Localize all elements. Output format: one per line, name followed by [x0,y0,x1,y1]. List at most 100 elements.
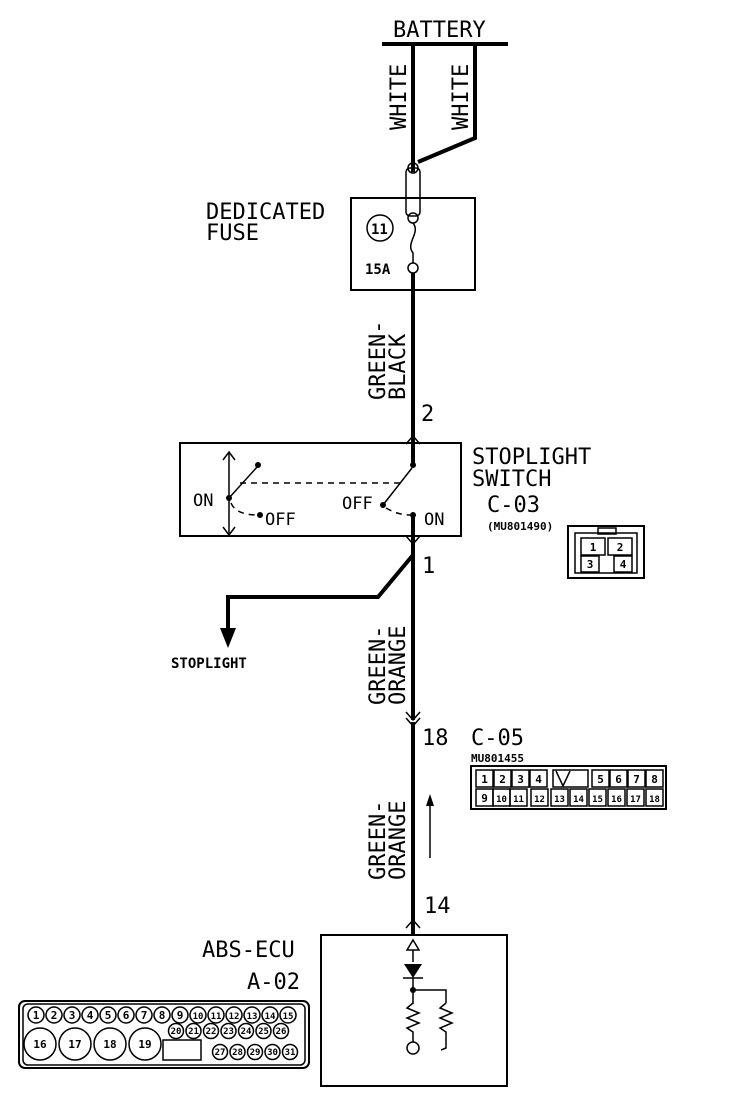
stoplight-arrow [220,628,236,648]
wire-color-green-orange-2a: GREEN- [366,801,391,880]
ecu-diode [404,964,422,978]
connector-c03-key [597,527,617,535]
a02-pin-circle [63,1006,81,1024]
a02-pin-circle-small [272,1022,290,1040]
fuse-label-line1: DEDICATED [206,200,325,225]
a02-pin-label: 7 [141,1009,148,1022]
switch-right-off-label: OFF [342,494,373,514]
switch-right-blade [382,467,413,506]
a02-pin-circle [135,1006,153,1024]
connector-c03-label: C-03 [487,493,540,518]
ecu-connector-mark [405,918,421,929]
c05-pin-cell [509,788,528,807]
c05-pin-label: 2 [499,773,506,786]
a02-pin-circle [99,1006,117,1024]
pin-1-label: 1 [422,554,435,579]
a02-pin-label: 25 [258,1027,269,1037]
fuse-connector [405,167,421,217]
c05-pin-cell [626,788,645,807]
stoplight-switch-box [179,442,462,537]
a02-pin-circle [279,1006,297,1024]
a02-pin-circle [153,1006,171,1024]
fuse-number: 11 [371,222,388,238]
a02-pin-label: 14 [265,1012,276,1022]
switch-left-on-label: ON [193,491,213,511]
c05-pin-cell [627,769,646,788]
c05-pin-label: 12 [534,795,545,805]
pin-18-label: 18 [422,726,449,751]
ecu-label-line1: ABS-ECU [202,938,295,963]
a02-pin-label: 20 [171,1027,182,1037]
a02-pin-label: 11 [211,1012,222,1022]
c05-pin-cell [588,788,607,807]
wire-color-white-right: WHITE [449,64,474,130]
a02-pin-circle-small [185,1022,202,1040]
a02-pin-circle-small [255,1022,272,1040]
c05-pin-label: 4 [535,773,542,786]
a02-pin-label: 31 [285,1048,296,1058]
connector-c03-cell-1 [580,537,606,556]
a02-pin-label: 8 [159,1009,166,1022]
a02-pin-label: 9 [177,1009,184,1022]
ecu-branch-lead [413,989,447,1003]
c05-pin-cell [607,788,626,807]
switch-label-line2: SWITCH [472,467,551,492]
switch-left-blade [228,465,259,499]
a02-pin-label: 1 [33,1009,40,1022]
a02-pin-circle-large [58,1027,92,1061]
c05-pin-label: 1 [481,773,488,786]
pin-2-label: 2 [421,402,434,427]
a02-pin-circle [117,1006,135,1024]
wire-color-green-black-2: BLACK [386,333,411,400]
a02-pin-circle-small [202,1022,220,1040]
a02-pin-label: 10 [193,1012,204,1022]
c05-pin-cell [475,769,494,788]
switch-left-contact-top [255,462,261,468]
signal-direction-arrowhead [426,794,434,806]
a02-pin-circle-small [220,1022,237,1040]
c05-pin-label: 16 [611,795,622,805]
c05-pin-cell [493,769,512,788]
a02-pin-circle-small [211,1043,229,1061]
connector-c03-pin: 1 [590,541,597,554]
c05-pin-cell [530,788,549,807]
a02-pin-circle-small [237,1022,255,1040]
a02-pin-circle [45,1006,63,1024]
wire-color-white-left: WHITE [387,64,412,130]
c05-pin-cell [609,769,628,788]
a02-pin-circle-small [281,1043,299,1061]
connector-c03-pin: 3 [587,558,594,571]
switch-label-line1: STOPLIGHT [472,445,591,470]
a02-pin-label: 17 [68,1038,81,1051]
c05-pin-cell [569,788,588,807]
a02-pin-label: 2 [51,1009,58,1022]
wire-color-green-orange-1b: ORANGE [386,626,411,705]
connector-c03-cell-4 [613,555,633,573]
a02-pin-circle-large [23,1027,57,1061]
fuse-element [410,222,416,263]
fuse-label-line2: FUSE [206,221,259,246]
a02-pin-label: 19 [138,1038,151,1051]
a02-pin-circle-small [229,1043,246,1061]
a02-blank-slot [162,1039,202,1061]
switch-left-arrow-down [222,526,236,537]
a02-pin-label: 5 [105,1009,112,1022]
a02-pin-label: 18 [103,1038,116,1051]
fuse-rating: 15A [365,262,391,278]
a02-pin-label: 22 [206,1027,217,1037]
a02-pin-circle [225,1006,243,1024]
a02-pin-label: 26 [276,1027,287,1037]
switch-left-swing [230,502,259,516]
wire-stoplight-branch [226,553,415,630]
fuse-number-circle [366,214,394,242]
a02-pin-circle-large [93,1027,127,1061]
a02-pin-label: 29 [250,1048,261,1058]
c05-pin-label: 6 [615,773,622,786]
c05-pin-cell [511,769,530,788]
wire-color-green-black-1: GREEN- [366,321,391,400]
c05-pin-label: 7 [633,773,640,786]
connector-c03-pin: 2 [617,541,624,554]
c05-pin-cell [529,769,548,788]
